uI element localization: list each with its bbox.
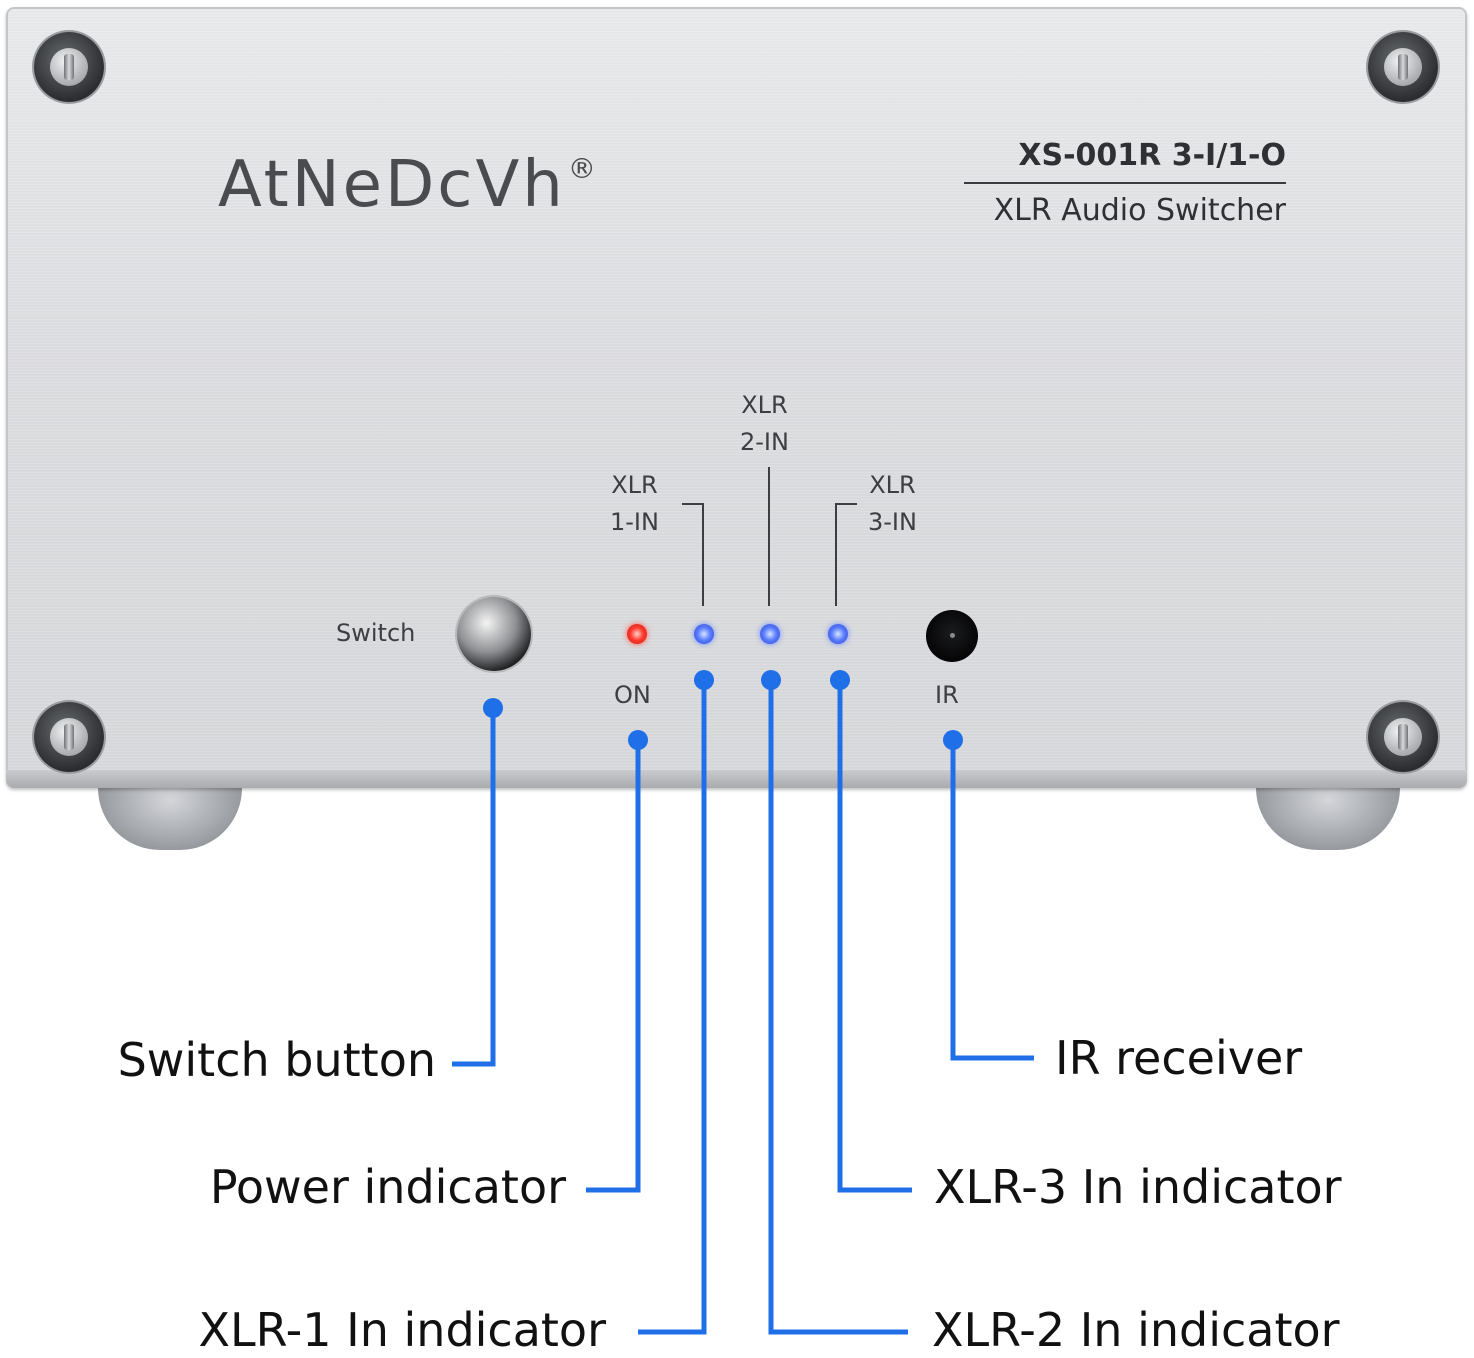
ir-receiver-window <box>926 610 978 662</box>
switch-button[interactable] <box>457 597 531 671</box>
switch-button-callout-line <box>452 708 496 1067</box>
screw-bottom-left <box>34 702 104 772</box>
xlr1-led <box>694 624 714 644</box>
model-divider <box>964 182 1286 184</box>
xlr1-indicator-callout-line <box>638 680 707 1335</box>
power-indicator-callout-dot <box>628 730 648 750</box>
model-number: XS-001R 3-I/1-O <box>1018 138 1286 173</box>
screw-top-left <box>34 32 104 102</box>
xlr1-indicator-callout: XLR-1 In indicator <box>198 1303 606 1357</box>
xlr1-tick-h <box>682 503 704 505</box>
power-indicator-callout: Power indicator <box>209 1160 566 1214</box>
xlr2-led <box>760 624 780 644</box>
xlr2-indicator-callout: XLR-2 In indicator <box>932 1303 1340 1357</box>
screw-top-right <box>1368 32 1438 102</box>
screw-bottom-right <box>1368 702 1438 772</box>
front-panel-edge <box>6 770 1467 788</box>
ir-receiver-callout: IR receiver <box>1055 1031 1303 1085</box>
ir-receiver-callout-dot <box>943 730 963 750</box>
switch-silk-label: Switch <box>336 619 416 647</box>
brand-logo: AtNeDcVh® <box>218 148 599 222</box>
switch-button-callout-dot <box>483 698 503 718</box>
xlr1-tick-v <box>702 503 704 606</box>
ir-receiver-callout-line <box>950 740 1034 1061</box>
front-panel <box>6 7 1467 788</box>
on-silk-label: ON <box>614 681 651 709</box>
xlr2-tick-v <box>768 467 770 606</box>
xlr2-indicator-callout-dot <box>761 670 781 690</box>
ir-silk-label: IR <box>935 681 959 709</box>
xlr3-tick-h <box>835 503 857 505</box>
xlr3-tick-v <box>835 503 837 606</box>
power-led <box>627 624 647 644</box>
switch-button-callout: Switch button <box>117 1033 436 1087</box>
xlr3-led <box>828 624 848 644</box>
xlr3-indicator-callout-dot <box>830 670 850 690</box>
power-indicator-callout-line <box>586 740 641 1193</box>
xlr1-indicator-callout-dot <box>694 670 714 690</box>
product-name: XLR Audio Switcher <box>993 193 1286 228</box>
xlr3-indicator-callout: XLR-3 In indicator <box>934 1160 1342 1214</box>
xlr3-indicator-callout-line <box>837 680 912 1193</box>
xlr2-indicator-callout-line <box>768 680 908 1335</box>
